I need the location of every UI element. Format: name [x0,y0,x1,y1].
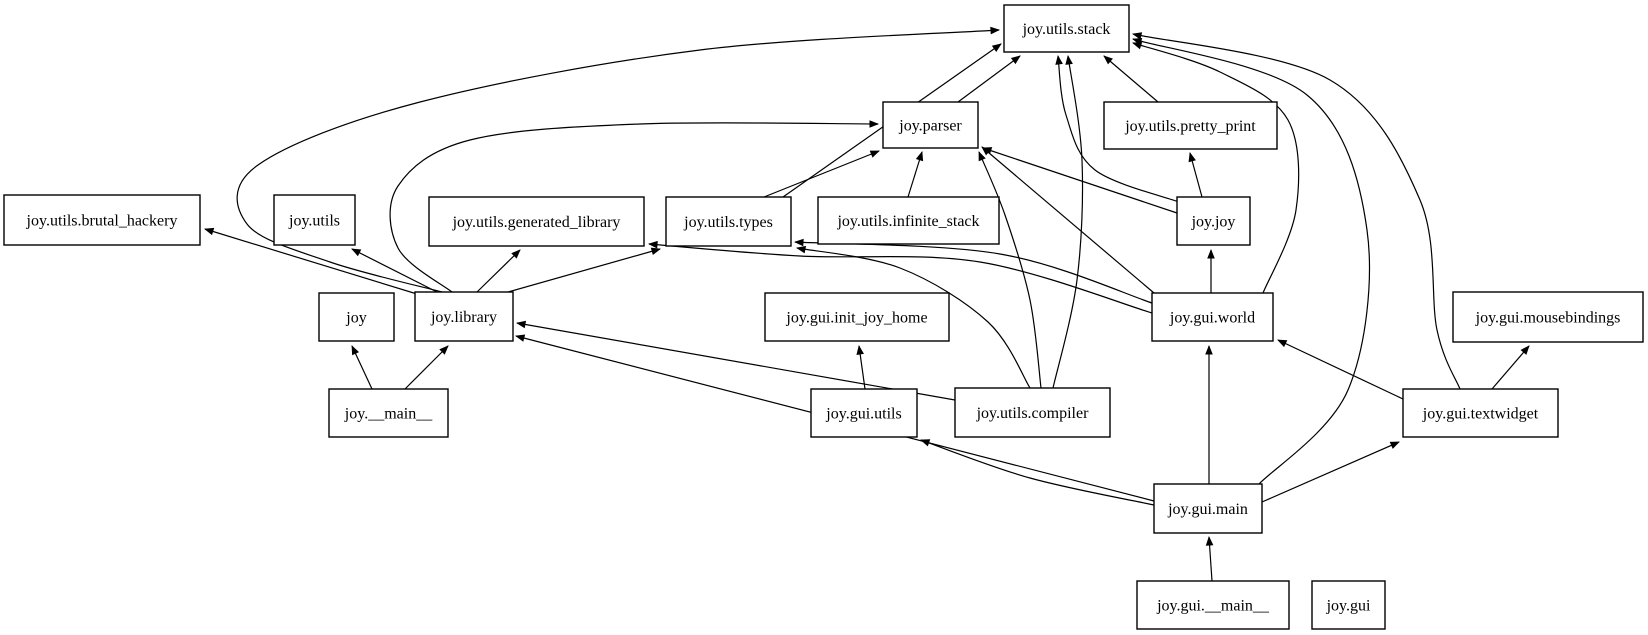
node-label-infstack: joy.utils.infinite_stack [836,213,979,230]
edge-compiler-to-types [796,245,1031,389]
edge-guimain2-to-guimain [1205,536,1214,582]
edge-library-to-stack [236,26,1000,293]
node-box-textwidget [1402,388,1559,438]
node-box-joy [318,292,395,342]
node-label-textwidget: joy.gui.textwidget [1422,406,1539,423]
node-label-genlib: joy.utils.generated_library [452,214,621,231]
node-brutal: joy.utils.brutal_hackery [3,194,201,246]
node-compiler: joy.utils.compiler [954,387,1111,438]
edge-compiler-to-parser [978,151,1042,389]
node-utils: joy.utils [273,194,356,246]
node-box-genlib [428,196,645,247]
edge-guimain-to-stack [1132,37,1371,485]
edge-compiler-to-stack [1052,55,1084,389]
edge-world-to-parser [981,146,1155,294]
node-label-joy: joy [345,310,366,327]
node-types: joy.utils.types [665,196,792,247]
node-label-guimain2: joy.gui.__main__ [1156,598,1270,615]
edge-infstack-to-parser [907,151,924,198]
edge-textwidget-to-world [1277,339,1404,400]
node-mouse: joy.gui.mousebindings [1452,291,1644,343]
node-box-infstack [817,196,1000,245]
node-joy: joy [318,292,395,342]
node-label-parser: joy.parser [898,118,962,135]
node-label-types: joy.utils.types [683,214,773,231]
edge-textwidget-to-mouse [1491,345,1530,390]
node-gui: joy.gui [1311,580,1386,630]
node-genlib: joy.utils.generated_library [428,196,645,247]
node-box-inithome [764,292,950,342]
node-pretty: joy.utils.pretty_print [1103,101,1278,150]
edge-world-to-stack [1132,42,1300,294]
node-box-pretty [1103,101,1278,150]
node-box-compiler [954,387,1111,438]
node-box-gui [1311,580,1386,630]
node-guiutils: joy.gui.utils [810,388,918,438]
node-textwidget: joy.gui.textwidget [1402,388,1559,438]
edge-types-to-parser [763,150,880,198]
node-label-library: joy.library [430,309,497,326]
edge-joyjoy-to-parser [982,147,1178,214]
edge-compiler-to-library [516,320,956,401]
node-box-mouse [1452,291,1644,343]
node-box-world [1151,292,1274,342]
node-label-gui: joy.gui [1326,598,1371,615]
node-joyjoy: joy.joy [1176,196,1251,246]
node-label-brutal: joy.utils.brutal_hackery [26,213,178,230]
node-box-types [665,196,792,247]
node-label-world: joy.gui.world [1169,310,1255,327]
node-box-main [328,388,449,438]
node-label-joyjoy: joy.joy [1191,214,1236,231]
node-box-utils [273,194,356,246]
node-label-compiler: joy.utils.compiler [976,405,1090,422]
node-box-library [414,291,514,342]
node-stack: joy.utils.stack [1003,4,1130,53]
edge-world-to-genlib [648,240,1153,314]
edge-guimain-to-guiutils [920,439,1155,506]
edge-textwidget-to-stack [1132,32,1461,390]
node-label-pretty: joy.utils.pretty_print [1124,118,1256,135]
node-box-guiutils [810,388,918,438]
node-label-main: joy.__main__ [344,406,433,423]
edge-parser-to-stack [957,55,1021,103]
node-infstack: joy.utils.infinite_stack [817,196,1000,245]
node-box-joyjoy [1176,196,1251,246]
node-box-stack [1003,4,1130,53]
edge-library-to-brutal [204,227,418,295]
edge-main-to-joy [351,345,373,390]
node-guimain: joy.gui.main [1153,483,1263,534]
edge-pretty-to-stack [1103,55,1159,103]
edge-guimain-to-textwidget [1261,441,1400,503]
node-library: joy.library [414,291,514,342]
edge-library-to-utils [351,248,438,293]
edge-joyjoy-to-pretty [1188,152,1203,198]
node-label-inithome: joy.gui.init_joy_home [785,310,927,327]
node-layer: joy.utils.stack joy.parser joy.utils.prett… [3,4,1644,630]
node-box-guimain [1153,483,1263,534]
node-label-guiutils: joy.gui.utils [825,406,901,423]
node-main: joy.__main__ [328,388,449,438]
node-label-mouse: joy.gui.mousebindings [1475,310,1621,327]
node-box-brutal [3,194,201,246]
node-box-parser [882,101,979,149]
node-label-guimain: joy.gui.main [1167,501,1248,518]
node-inithome: joy.gui.init_joy_home [764,292,950,342]
node-label-stack: joy.utils.stack [1022,21,1111,38]
node-world: joy.gui.world [1151,292,1274,342]
node-box-guimain2 [1136,580,1290,630]
node-label-utils: joy.utils [288,213,340,230]
node-parser: joy.parser [882,101,979,149]
edge-main-to-library [404,345,449,390]
node-guimain2: joy.gui.__main__ [1136,580,1290,630]
edge-library-to-parser [389,120,879,293]
edge-library-to-genlib [476,249,521,293]
edge-guiutils-to-inithome [856,345,866,390]
edge-joyjoy-to-stack [1055,55,1180,203]
edge-library-to-types [507,247,661,293]
